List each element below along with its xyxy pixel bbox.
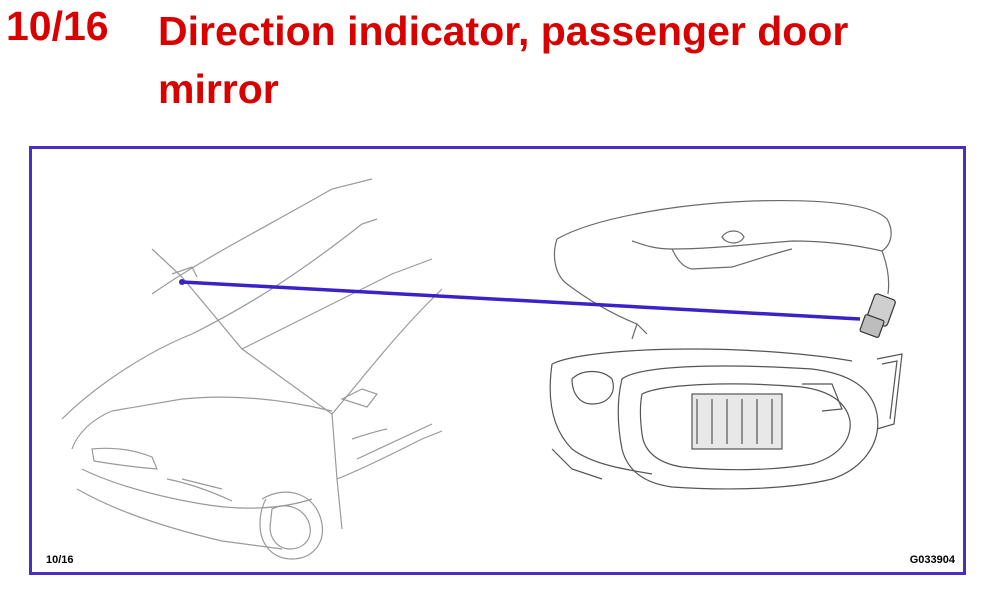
mirror-housing-illustration — [549, 348, 903, 490]
diagram-frame: 10/16 G033904 — [29, 146, 966, 575]
mirror-cover-illustration — [553, 199, 892, 340]
figure-reference-label: 10/16 — [46, 554, 74, 566]
indicator-bulb-illustration — [859, 293, 896, 338]
figure-code-label: G033904 — [909, 554, 955, 566]
car-illustration — [61, 178, 443, 560]
page-title-number: 10/16 — [6, 3, 109, 49]
pointer-origin-dot — [179, 279, 185, 285]
pointer-line — [181, 280, 861, 321]
page-title: Direction indicator, passenger door mirr… — [158, 8, 849, 112]
mirror-diagram — [61, 178, 903, 560]
